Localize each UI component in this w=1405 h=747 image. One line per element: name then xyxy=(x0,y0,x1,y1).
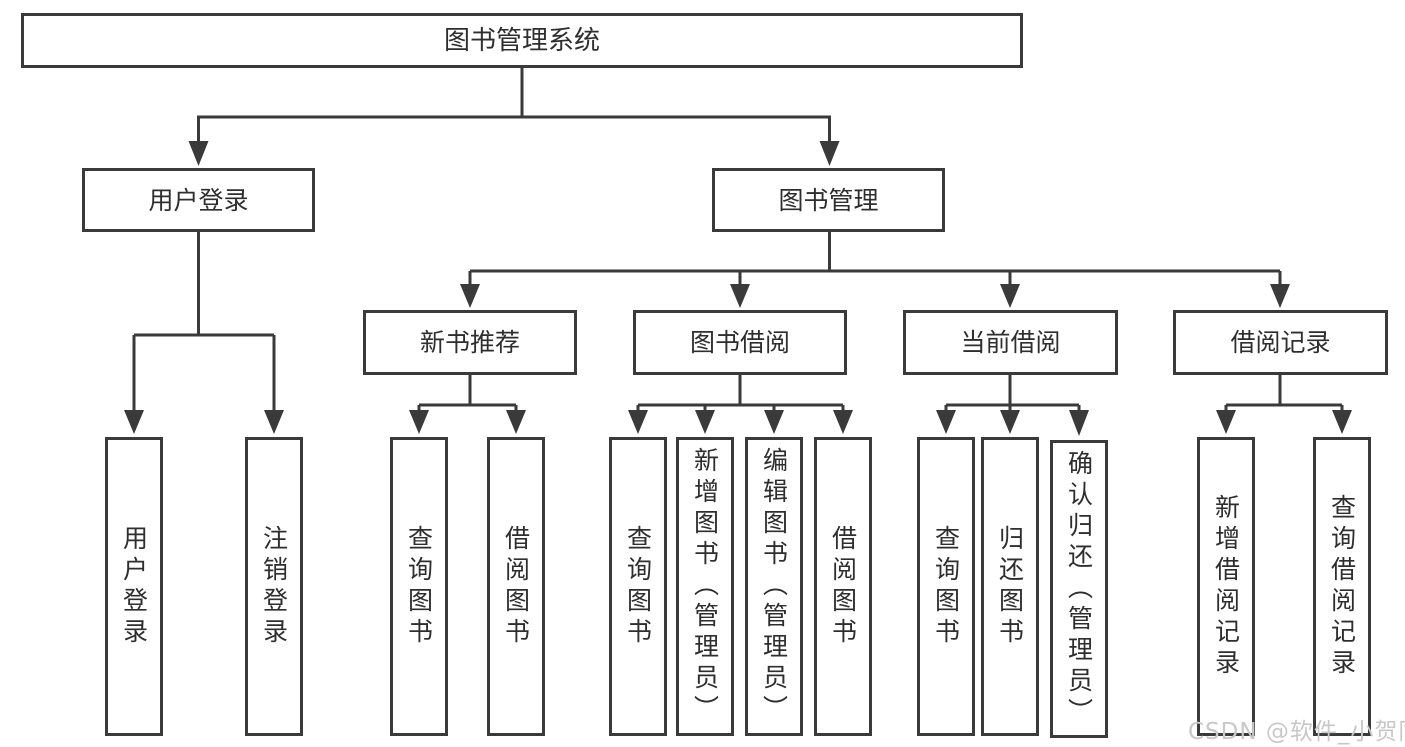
leaf-query-books-borrow: 查询图书 xyxy=(609,437,667,736)
leaf-query-borrow-record: 查询借阅记录 xyxy=(1313,437,1371,736)
connector-current-borrow-to-leaves xyxy=(936,375,1089,436)
leaf-borrow-books: 借阅图书 xyxy=(814,437,872,736)
connector-user-login-to-leaves xyxy=(124,232,284,434)
connector-root-to-level2 xyxy=(188,68,840,166)
node-user-login: 用户登录 xyxy=(82,168,315,232)
node-root-system: 图书管理系统 xyxy=(21,13,1023,68)
node-book-borrow: 图书借阅 xyxy=(633,310,847,375)
node-book-management: 图书管理 xyxy=(712,168,945,232)
node-new-book-recommend: 新书推荐 xyxy=(363,310,577,375)
connector-book-borrow-to-leaves xyxy=(628,375,853,434)
connector-new-book-rec-to-leaves xyxy=(409,375,526,434)
connector-book-mgmt-to-level3 xyxy=(460,232,1290,308)
leaf-edit-books-admin: 编辑图书（管理员） xyxy=(745,437,803,736)
leaf-confirm-return-admin: 确认归还（管理员） xyxy=(1050,440,1108,738)
leaf-query-books-current: 查询图书 xyxy=(917,437,975,736)
leaf-add-borrow-record: 新增借阅记录 xyxy=(1197,437,1255,736)
leaf-user-login: 用户登录 xyxy=(105,437,163,736)
leaf-borrow-books-recommend: 借阅图书 xyxy=(487,437,545,736)
csdn-watermark: CSDN @软件_小贺同学 xyxy=(1188,719,1405,745)
node-borrow-records: 借阅记录 xyxy=(1173,310,1388,375)
leaf-logout: 注销登录 xyxy=(245,437,303,736)
leaf-query-books-recommend: 查询图书 xyxy=(390,437,448,736)
connector-borrow-records-to-leaves xyxy=(1216,375,1352,434)
node-current-borrow: 当前借阅 xyxy=(903,310,1118,375)
leaf-return-books: 归还图书 xyxy=(981,437,1039,736)
leaf-add-books-admin: 新增图书（管理员） xyxy=(676,437,734,736)
